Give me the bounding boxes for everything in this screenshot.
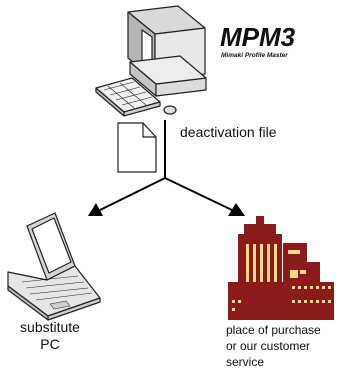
arrow-head-building bbox=[228, 203, 245, 216]
arrow-to-building bbox=[164, 177, 233, 211]
logo-wordmark: MPM3 bbox=[220, 22, 296, 52]
mpm3-logo: MPM3 Mimaki Profile Master bbox=[220, 22, 296, 59]
place-of-purchase-line-1: place of purchase bbox=[226, 323, 321, 337]
laptop-icon bbox=[7, 212, 101, 321]
desktop-computer-icon bbox=[95, 5, 207, 117]
substitute-pc-label: substitute PC bbox=[8, 319, 92, 353]
substitute-pc-line-1: substitute bbox=[20, 319, 80, 335]
arrow-to-pc bbox=[99, 177, 166, 211]
arrow-head-pc bbox=[88, 203, 103, 216]
document-icon bbox=[117, 122, 157, 173]
deactivation-file-label: deactivation file bbox=[180, 124, 277, 140]
logo-tagline: Mimaki Profile Master bbox=[221, 52, 288, 59]
place-of-purchase-label: place of purchase or our customer servic… bbox=[226, 322, 344, 370]
office-building-icon bbox=[228, 216, 334, 320]
flow-arrows bbox=[88, 120, 245, 216]
place-of-purchase-line-2: or our customer bbox=[226, 339, 311, 353]
place-of-purchase-line-3: service bbox=[226, 355, 265, 369]
substitute-pc-line-2: PC bbox=[40, 336, 60, 352]
